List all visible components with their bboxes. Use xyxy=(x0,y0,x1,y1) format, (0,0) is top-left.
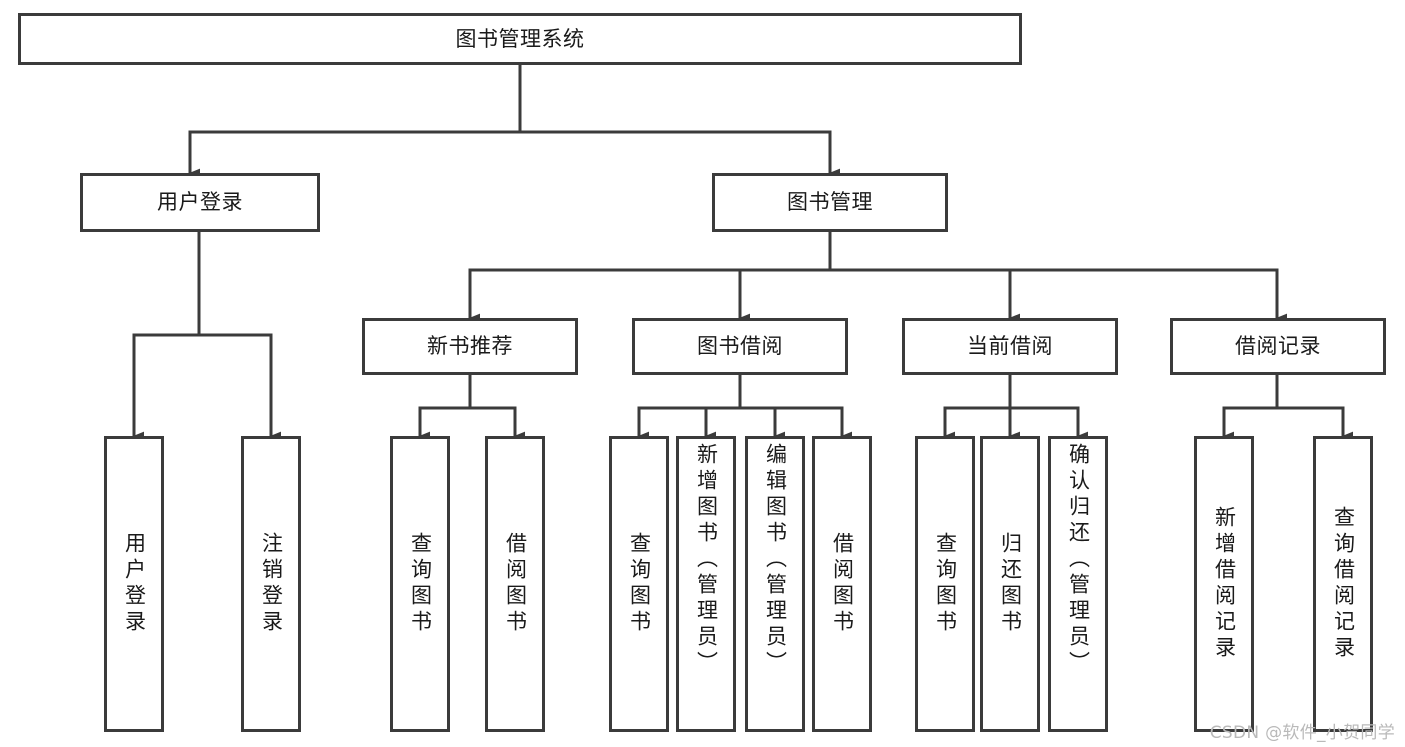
node-leaf-borrow-book-1-label: 借阅图书 xyxy=(503,532,528,636)
node-leaf-borrow-book-2-label: 借阅图书 xyxy=(830,532,855,636)
node-leaf-query-book-3[interactable]: 查询图书 xyxy=(915,436,975,732)
node-new-book-recommend[interactable]: 新书推荐 xyxy=(362,318,578,375)
node-current-borrow-label: 当前借阅 xyxy=(967,334,1053,359)
node-leaf-borrow-book-1[interactable]: 借阅图书 xyxy=(485,436,545,732)
node-leaf-add-book[interactable]: 新增图书（管理员） xyxy=(676,436,736,732)
node-leaf-edit-book-label: 编辑图书（管理员） xyxy=(763,443,788,677)
node-current-borrow[interactable]: 当前借阅 xyxy=(902,318,1118,375)
node-root[interactable]: 图书管理系统 xyxy=(18,13,1022,65)
node-borrow-record[interactable]: 借阅记录 xyxy=(1170,318,1386,375)
node-leaf-borrow-book-2[interactable]: 借阅图书 xyxy=(812,436,872,732)
node-book-manage[interactable]: 图书管理 xyxy=(712,173,948,232)
node-borrow-record-label: 借阅记录 xyxy=(1235,334,1321,359)
node-leaf-user-logout[interactable]: 注销登录 xyxy=(241,436,301,732)
node-leaf-query-book-2[interactable]: 查询图书 xyxy=(609,436,669,732)
node-leaf-confirm-return-label: 确认归还（管理员） xyxy=(1066,443,1091,677)
node-leaf-add-record-label: 新增借阅记录 xyxy=(1212,506,1237,662)
node-book-manage-label: 图书管理 xyxy=(787,190,873,215)
node-leaf-query-book-1-label: 查询图书 xyxy=(408,532,433,636)
node-leaf-query-record-label: 查询借阅记录 xyxy=(1331,506,1356,662)
node-book-borrow-label: 图书借阅 xyxy=(697,334,783,359)
node-leaf-user-login[interactable]: 用户登录 xyxy=(104,436,164,732)
node-book-borrow[interactable]: 图书借阅 xyxy=(632,318,848,375)
node-leaf-edit-book[interactable]: 编辑图书（管理员） xyxy=(745,436,805,732)
node-user-login-label: 用户登录 xyxy=(157,190,243,215)
node-leaf-user-logout-label: 注销登录 xyxy=(259,532,284,636)
node-leaf-query-book-2-label: 查询图书 xyxy=(627,532,652,636)
node-leaf-return-book-label: 归还图书 xyxy=(998,532,1023,636)
node-leaf-confirm-return[interactable]: 确认归还（管理员） xyxy=(1048,436,1108,732)
node-leaf-add-book-label: 新增图书（管理员） xyxy=(694,443,719,677)
node-leaf-query-book-1[interactable]: 查询图书 xyxy=(390,436,450,732)
watermark-text: CSDN @软件_小贺同学 xyxy=(1209,723,1395,743)
node-root-label: 图书管理系统 xyxy=(455,26,585,51)
node-leaf-return-book[interactable]: 归还图书 xyxy=(980,436,1040,732)
node-new-book-recommend-label: 新书推荐 xyxy=(427,334,513,359)
node-leaf-add-record[interactable]: 新增借阅记录 xyxy=(1194,436,1254,732)
node-leaf-query-record[interactable]: 查询借阅记录 xyxy=(1313,436,1373,732)
node-leaf-user-login-label: 用户登录 xyxy=(122,532,147,636)
node-leaf-query-book-3-label: 查询图书 xyxy=(933,532,958,636)
node-user-login[interactable]: 用户登录 xyxy=(80,173,320,232)
